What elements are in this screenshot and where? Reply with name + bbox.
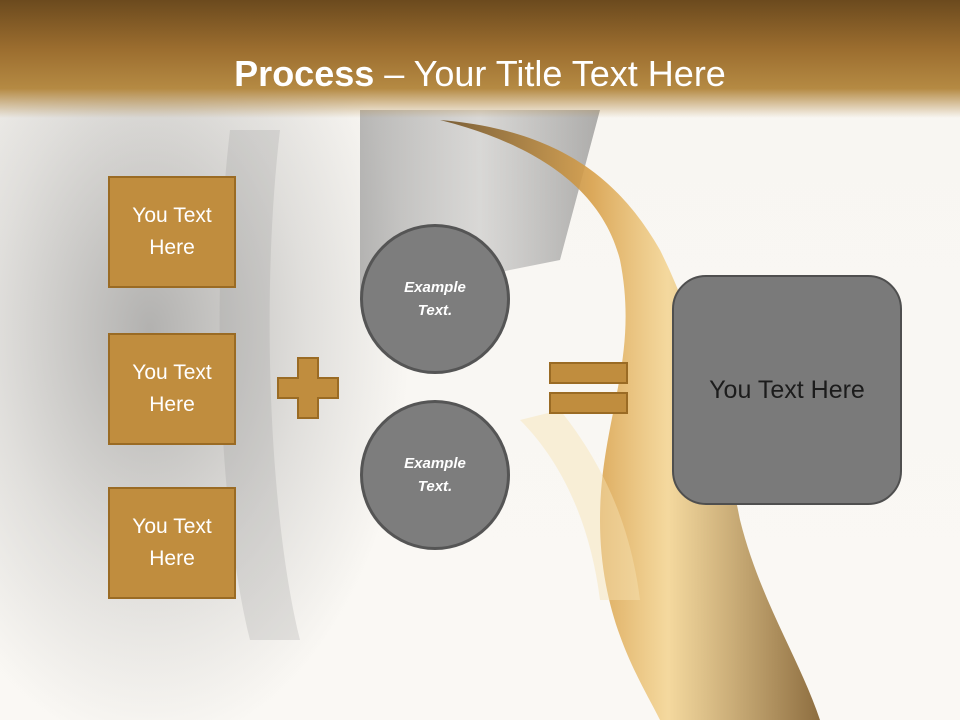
plus-icon xyxy=(277,357,339,419)
title-rest-part: – Your Title Text Here xyxy=(374,53,726,94)
title-banner xyxy=(0,0,960,118)
input-box-2-label: You Text Here xyxy=(132,361,212,416)
example-circle-2[interactable]: Example Text. xyxy=(360,400,510,550)
input-box-1-label: You Text Here xyxy=(132,204,212,259)
input-box-2[interactable]: You Text Here xyxy=(108,333,236,445)
input-box-1[interactable]: You Text Here xyxy=(108,176,236,288)
title-bold-part: Process xyxy=(234,53,375,94)
slide-title: Process – Your Title Text Here xyxy=(0,52,960,96)
input-box-3-label: You Text Here xyxy=(132,515,212,570)
input-box-3[interactable]: You Text Here xyxy=(108,487,236,599)
result-box-label: You Text Here xyxy=(709,375,865,404)
example-circle-2-label: Example Text. xyxy=(404,455,466,495)
result-box[interactable]: You Text Here xyxy=(672,275,902,505)
equals-icon xyxy=(549,362,628,414)
example-circle-1[interactable]: Example Text. xyxy=(360,224,510,374)
example-circle-1-label: Example Text. xyxy=(404,279,466,319)
